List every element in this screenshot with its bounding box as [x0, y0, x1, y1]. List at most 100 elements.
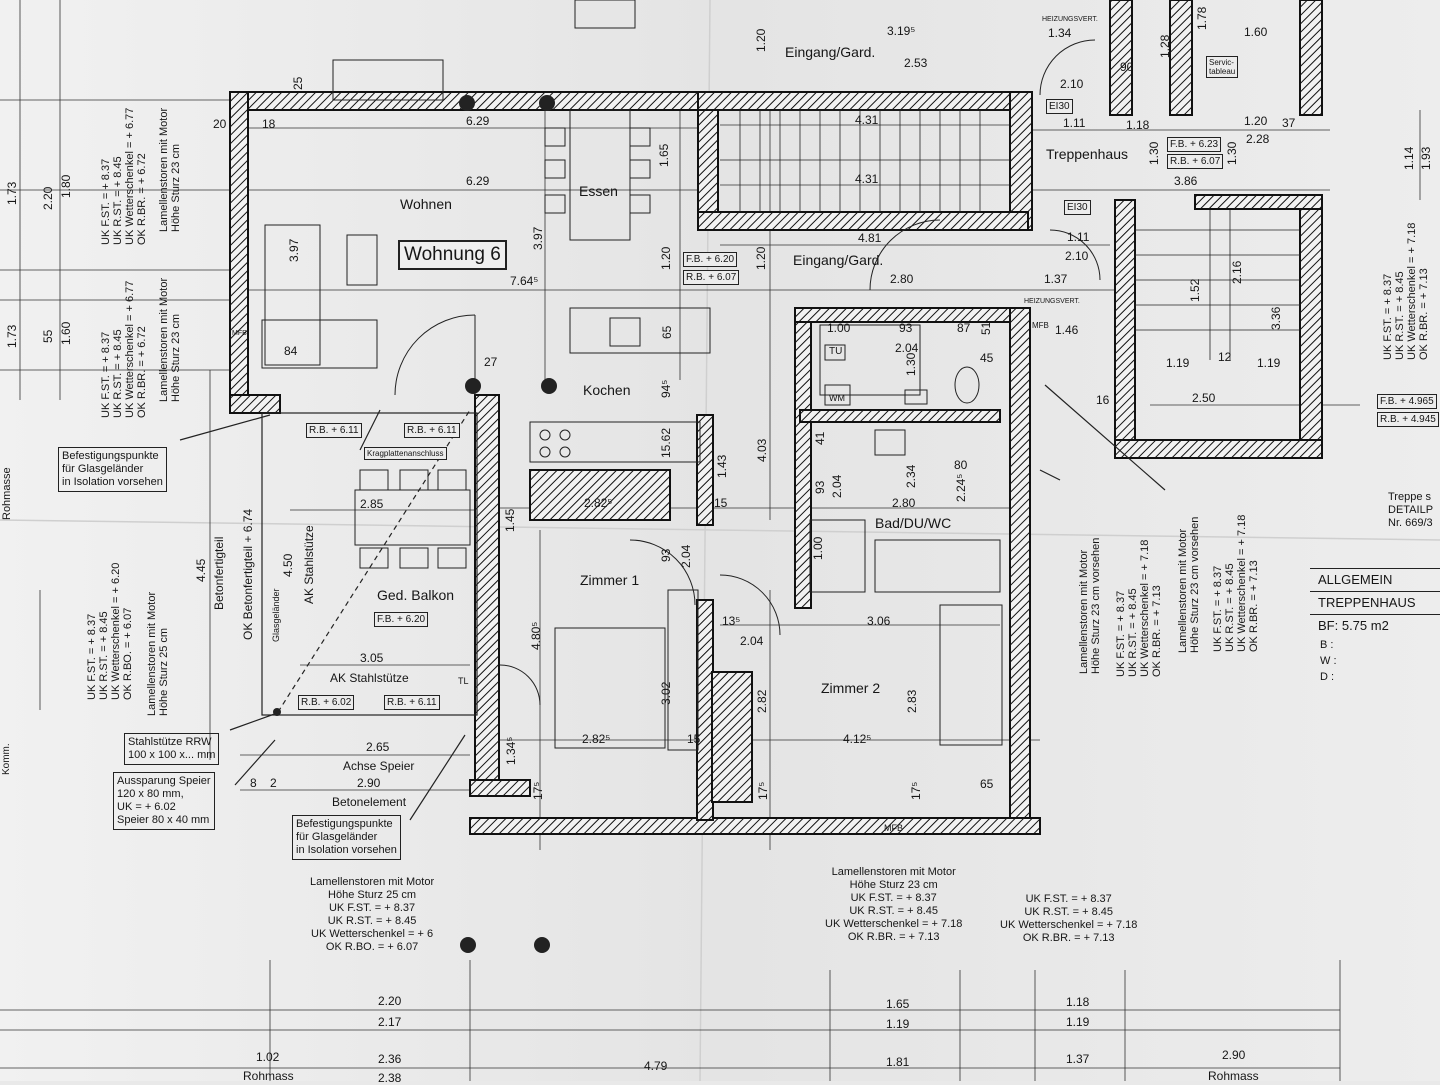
furniture [261, 0, 1003, 751]
dim-label: 2.53 [904, 56, 928, 70]
door-swings [394, 39, 1101, 706]
note-ak-stahlstuetze-2: AK Stahlstütze [302, 525, 316, 604]
dim-label: 2.82⁵ [582, 732, 611, 746]
dim-label: 1.93 [1419, 146, 1433, 170]
room-eingang-top: Eingang/Gard. [785, 44, 876, 60]
level-box: R.B. + 6.11 [404, 423, 460, 438]
room-wohnen: Wohnen [400, 196, 452, 212]
dim-label: 2.80 [892, 496, 916, 510]
dim-label: 2.04 [740, 634, 764, 648]
level-box: F.B. + 4.965 [1377, 394, 1437, 409]
note-betonelement: Betonelement [332, 795, 407, 809]
note-aussparung: Aussparung Speier 120 x 80 mm, UK = + 6.… [113, 772, 215, 830]
note-right-v2b: UK F.ST. = + 8.37 UK R.ST. = + 8.45 UK W… [1212, 514, 1260, 652]
mfb-tag: MFB [884, 823, 903, 833]
note-right-v1: Lamellenstoren mit Motor Höhe Sturz 23 c… [1078, 537, 1102, 674]
dim-label: 16 [1096, 393, 1110, 407]
dim-label: 2 [270, 776, 277, 790]
dim-label: 2.17 [378, 1015, 402, 1029]
mfb-tag: MFB [232, 330, 247, 337]
dim-label: 1.19 [1257, 356, 1281, 370]
dim-label: 1.20 [754, 246, 768, 270]
level-box: R.B. + 4.945 [1377, 412, 1439, 427]
dim-label: 1.80 [59, 174, 73, 198]
dim-label: 1.65 [886, 997, 910, 1011]
info-table: ALLGEMEIN TREPPENHAUS BF: 5.75 m2 B : W … [1310, 568, 1440, 685]
dim-label: 37 [1282, 116, 1296, 130]
dim-label: 2.90 [357, 776, 381, 790]
dim-label: 15 [687, 732, 701, 746]
dim-label: 2.80 [890, 272, 914, 286]
dim-label: 2.83 [905, 689, 919, 713]
dim-label: 1.20 [754, 28, 768, 52]
dim-label: 2.90 [1222, 1048, 1246, 1062]
dim-label: 1.34⁵ [504, 736, 518, 765]
dim-label: 25 [291, 76, 305, 90]
dim-label: 1.52 [1188, 278, 1202, 302]
dim-label: 1.30 [1147, 141, 1161, 165]
dim-label: 1.78 [1195, 6, 1209, 30]
level-box: F.B. + 6.20 [374, 612, 429, 627]
note-befestigung-1: Befestigungspunkte für Glasgeländer in I… [58, 447, 167, 492]
dim-label: 65 [980, 777, 994, 791]
dim-label: 12 [1218, 350, 1232, 364]
level-box: F.B. + 6.23 [1167, 137, 1222, 152]
level-box: R.B. + 6.11 [306, 423, 362, 438]
dim-label: 4.12⁵ [843, 732, 872, 746]
note-left-v2: UK F.ST. = + 8.37 UK R.ST. = + 8.45 UK W… [100, 280, 148, 418]
note-lamellen-bottom-1: Lamellenstoren mit Motor Höhe Sturz 25 c… [310, 876, 435, 953]
dim-label: 2.85 [360, 497, 384, 511]
dim-label: 1.18 [1126, 118, 1150, 132]
fire-rating-box: EI30 [1064, 200, 1091, 215]
dim-label: 3.36 [1269, 306, 1283, 330]
note-lamellen-bottom-2: Lamellenstoren mit Motor Höhe Sturz 23 c… [825, 866, 963, 943]
dim-label: 1.37 [1066, 1052, 1090, 1066]
dim-label: 55 [41, 329, 55, 343]
dim-label: 2.04 [895, 341, 919, 355]
note-befestigung-2: Befestigungspunkte für Glasgeländer in I… [292, 815, 401, 860]
note-ak-stahlstuetze-1: AK Stahlstütze [330, 671, 409, 685]
dim-label: 84 [284, 344, 298, 358]
info-treppenhaus: TREPPENHAUS [1310, 592, 1440, 615]
note-left-v2b: Lamellenstoren mit Motor Höhe Sturz 23 c… [158, 277, 182, 402]
apartment-label: Wohnung 6 [398, 240, 507, 270]
dim-label: 1.00 [811, 536, 825, 560]
dim-label: 87 [957, 321, 971, 335]
kragplatte-box: Kragplattenanschluss [364, 447, 447, 460]
dim-label: 2.10 [1065, 249, 1089, 263]
note-left-v3: UK F.ST. = + 8.37 UK R.ST. = + 8.45 UK W… [86, 562, 134, 700]
dim-label: 2.24⁵ [954, 473, 968, 502]
dim-label: 1.11 [1063, 116, 1086, 130]
mfb-tag: MFB [1032, 321, 1049, 330]
dim-label: 20 [213, 117, 227, 131]
dim-label: 2.16 [1230, 260, 1244, 284]
dim-label: 1.46 [1055, 323, 1079, 337]
heating-tag: HEIZUNGSVERT. [1024, 298, 1080, 305]
note-stahlstuetze: Stahlstütze RRW 100 x 100 x... mm [124, 733, 220, 765]
dim-label: 2.20 [41, 186, 55, 210]
room-essen: Essen [579, 183, 618, 199]
dim-label: 1.45 [503, 508, 517, 532]
dim-label: 1.19 [1166, 356, 1190, 370]
info-bf: BF: 5.75 m2 [1318, 618, 1389, 633]
dim-label: 1.60 [59, 321, 73, 345]
dim-label: 3.06 [867, 614, 891, 628]
dim-label: 1.73 [5, 181, 19, 205]
dim-label: 1.18 [1066, 995, 1090, 1009]
structural-walls [229, 0, 1323, 835]
dim-label: 2.04 [830, 474, 844, 498]
dim-label: 4.31 [855, 113, 879, 127]
column-marks [273, 95, 557, 953]
dim-label: 2.50 [1192, 391, 1216, 405]
room-zimmer2: Zimmer 2 [821, 680, 881, 696]
note-rohmass-right: Rohmass [1208, 1069, 1259, 1083]
dim-label: 1.30 [1225, 141, 1239, 165]
dim-label: 2.36 [378, 1052, 402, 1066]
dim-label: 45 [980, 351, 994, 365]
dim-label: 8 [250, 776, 257, 790]
dim-label: 18 [262, 117, 276, 131]
dim-label: 27 [484, 355, 498, 369]
level-box: R.B. + 6.02 [298, 695, 355, 710]
room-eingang: Eingang/Gard. [793, 252, 884, 268]
